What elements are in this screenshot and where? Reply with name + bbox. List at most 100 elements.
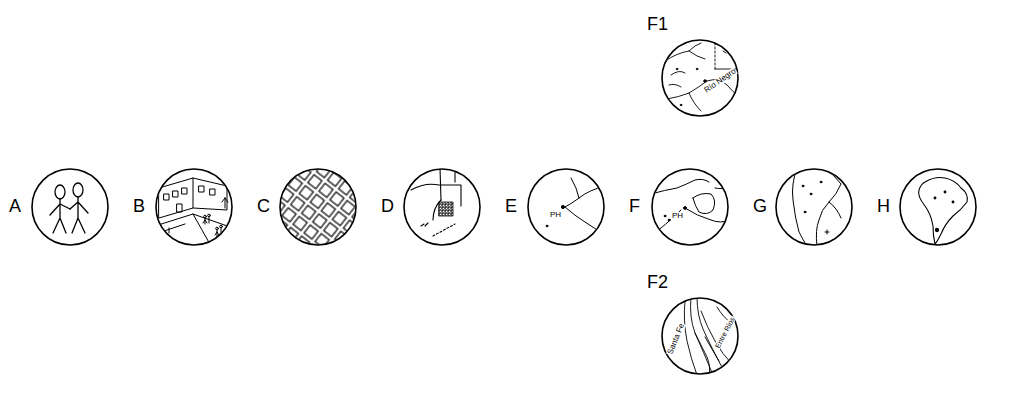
town-map — [411, 168, 461, 236]
street-scene-stroke — [169, 217, 221, 237]
panel-letter: B — [133, 197, 145, 215]
text-holder: E — [505, 197, 517, 216]
regional-map-stroke — [715, 43, 716, 69]
regional-map-stroke — [665, 43, 705, 61]
place-name: Entre Ríos — [713, 315, 736, 350]
town-map-stroke — [411, 168, 461, 206]
place-name: Santa Fe — [666, 322, 686, 357]
map-circle: D — [403, 168, 481, 246]
map-circle: F1Río Negro — [661, 39, 739, 117]
circle-outline — [527, 168, 605, 246]
regional-map-stroke — [704, 80, 707, 83]
river-delta-stroke — [691, 297, 714, 375]
river-delta-stroke — [684, 301, 697, 375]
continent-map-stroke — [935, 228, 938, 231]
town-map-stroke — [433, 172, 455, 220]
continent-part-stroke — [829, 202, 841, 218]
town-map-stroke — [421, 223, 428, 226]
street-scene-stroke — [164, 186, 215, 200]
place-name: Río Negro — [702, 67, 738, 96]
text-holder: Río Negro — [701, 69, 739, 87]
regional-map-stroke — [676, 68, 678, 70]
panel-letter: D — [381, 197, 394, 215]
place-name: PH — [671, 212, 684, 220]
continent-map-stroke — [919, 178, 968, 245]
people-figure — [50, 183, 88, 233]
continent-part-stroke — [793, 168, 808, 246]
circle-outline — [279, 168, 357, 246]
circle-outline — [31, 168, 109, 246]
street-scene-stroke — [204, 215, 207, 218]
continent-part-stroke — [820, 181, 822, 183]
circle-outline — [775, 168, 853, 246]
text-holder: PH — [549, 203, 562, 221]
continent-map-stroke — [944, 191, 946, 193]
panel-letter: F2 — [647, 273, 668, 291]
map-circle: A — [31, 168, 109, 246]
text-holder: Entre Ríos — [707, 321, 743, 339]
circle-outline — [662, 40, 738, 116]
text-holder: C — [257, 197, 270, 216]
panel-letter: H — [877, 197, 890, 215]
map-circle: EPH — [527, 168, 605, 246]
continent-part-stroke — [825, 230, 829, 234]
continent-map-stroke — [934, 197, 936, 199]
continent-map — [919, 178, 968, 245]
text-holder: D — [381, 197, 394, 216]
river-delta-stroke — [695, 333, 710, 375]
people-figure-stroke — [73, 183, 83, 197]
circle-outline — [899, 168, 977, 246]
circle-outline — [404, 169, 480, 245]
text-holder: PH — [671, 204, 684, 222]
circle-outline — [528, 169, 604, 245]
regional-map-stroke — [680, 104, 682, 106]
panel-letter: E — [505, 197, 517, 215]
circle-outline — [156, 169, 232, 245]
city-blocks-stroke — [220, 110, 417, 307]
river-map-stroke — [565, 207, 605, 236]
text-holder: G — [753, 197, 767, 216]
coast-map-stroke — [685, 208, 729, 222]
text-holder: Santa Fe — [659, 327, 693, 345]
street-scene-stroke — [208, 214, 211, 217]
street-scene-stroke — [222, 198, 228, 208]
coast-map — [651, 179, 729, 230]
circle-outline — [403, 168, 481, 246]
street-scene-stroke — [216, 227, 219, 230]
people-figure-stroke — [55, 185, 65, 199]
panel-letter: C — [257, 197, 270, 215]
text-holder: A — [9, 197, 21, 216]
circle-outline — [651, 168, 729, 246]
coast-map-stroke — [668, 219, 670, 221]
people-figure-stroke — [70, 197, 88, 233]
map-circle: G — [775, 168, 853, 246]
circle-outline — [652, 169, 728, 245]
town-map-stroke — [439, 202, 453, 216]
regional-map-stroke — [669, 84, 701, 111]
coast-map-stroke — [693, 194, 715, 214]
illustration-part — [50, 43, 967, 375]
text-holder: F2 — [647, 273, 668, 292]
circle-outline — [776, 169, 852, 245]
map-circle: C — [279, 168, 357, 246]
map-circle: H — [899, 168, 977, 246]
regional-map-stroke — [671, 71, 685, 75]
continent-part-stroke — [804, 211, 806, 213]
text-holder: B — [133, 197, 145, 216]
circle-outline — [155, 168, 233, 246]
river-delta-stroke — [697, 297, 723, 369]
street-scene — [155, 178, 233, 246]
map-circle: B — [155, 168, 233, 246]
panel-letter: F — [629, 197, 640, 215]
circle-outline — [900, 169, 976, 245]
panel-letter: G — [753, 197, 767, 215]
text-holder: H — [877, 197, 890, 216]
circle-outline — [32, 169, 108, 245]
continent-part-stroke — [802, 185, 804, 187]
river-map-stroke — [561, 205, 564, 208]
text-holder: F1 — [647, 15, 668, 34]
river-map — [546, 178, 605, 236]
town-map-stroke — [433, 224, 455, 236]
street-scene-stroke — [177, 204, 182, 212]
